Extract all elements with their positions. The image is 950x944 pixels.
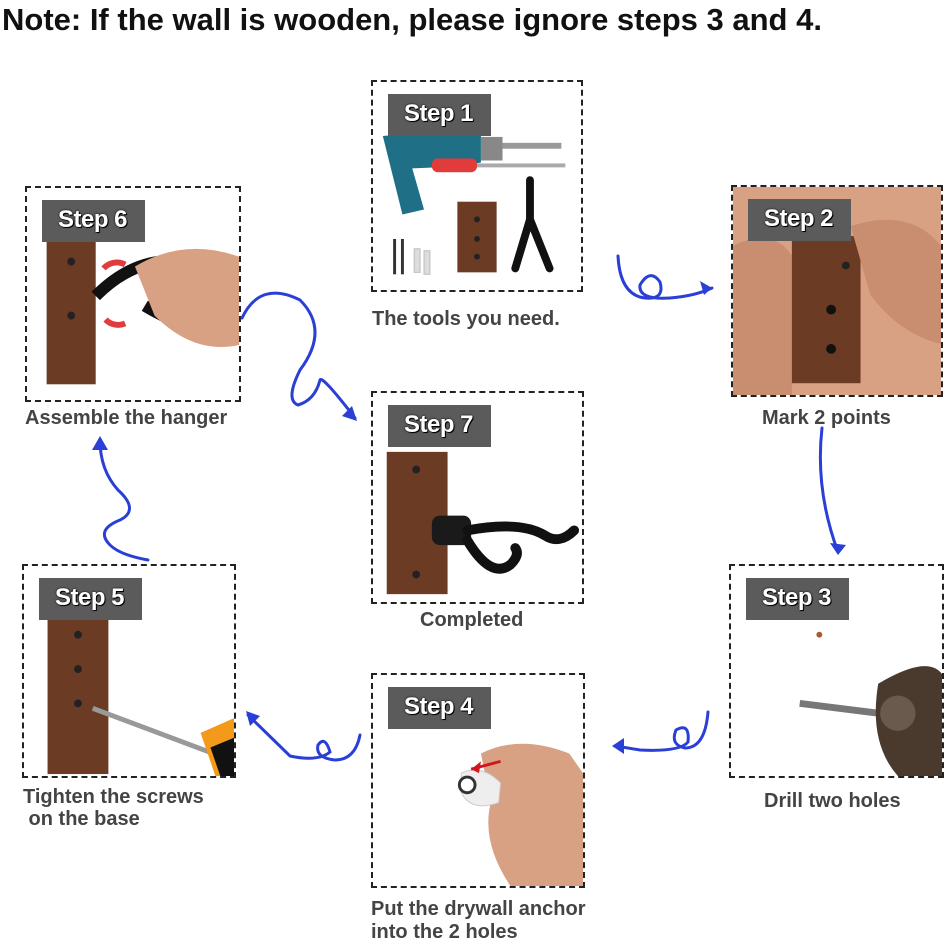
- arrowhead-step6: [92, 436, 108, 450]
- arrowhead-step2: [700, 281, 712, 295]
- step-2-caption: Mark 2 points: [762, 407, 891, 429]
- drill-holes-photo: [799, 631, 942, 776]
- assemble-photo: [46, 237, 239, 385]
- arrow-step4-to-step5: [246, 713, 362, 762]
- step-1-caption: The tools you need.: [372, 308, 560, 330]
- tighten-photo: [47, 605, 234, 776]
- step-3-panel: Step 3: [729, 564, 944, 778]
- arrow-step3-to-step4: [614, 710, 710, 752]
- tools-illustration: [382, 129, 566, 275]
- arrow-step6-to-step7: [240, 291, 357, 420]
- step-5-caption-line-1: Tighten the screws: [23, 786, 204, 808]
- step-5-caption-line-2: on the base: [23, 808, 140, 830]
- step-4-badge: Step 4: [388, 687, 492, 729]
- arrow-step5-to-step6: [98, 438, 150, 562]
- arrow-step1-to-step2: [616, 254, 714, 300]
- step-7-panel: Step 7: [371, 391, 584, 604]
- step-3-caption: Drill two holes: [764, 790, 901, 812]
- arrowhead-step4: [612, 738, 624, 754]
- completed-photo: [386, 451, 580, 595]
- anchor-photo: [457, 743, 583, 886]
- step-4-panel: Step 4: [371, 673, 585, 888]
- step-7-caption: Completed: [420, 609, 524, 631]
- step-1-panel: Step 1: [371, 80, 583, 292]
- arrowhead-step3: [830, 543, 846, 555]
- arrowhead-step5: [246, 711, 260, 726]
- arrow-step2-to-step3: [818, 426, 840, 554]
- step-2-badge: Step 2: [748, 199, 852, 241]
- step-4-caption-line-1: Put the drywall anchor: [371, 898, 586, 920]
- note-heading: Note: If the wall is wooden, please igno…: [2, 2, 822, 37]
- arrowhead-step7: [342, 406, 357, 421]
- step-3-badge: Step 3: [746, 578, 850, 620]
- step-6-caption: Assemble the hanger: [25, 407, 228, 429]
- step-5-badge: Step 5: [39, 578, 143, 620]
- step-1-badge: Step 1: [388, 94, 492, 136]
- step-4-caption-line-2: into the 2 holes: [371, 921, 518, 943]
- step-7-badge: Step 7: [388, 405, 492, 447]
- step-6-badge: Step 6: [42, 200, 146, 242]
- step-2-panel: Step 2: [731, 185, 943, 397]
- step-6-panel: Step 6: [25, 186, 241, 402]
- step-5-panel: Step 5: [22, 564, 236, 778]
